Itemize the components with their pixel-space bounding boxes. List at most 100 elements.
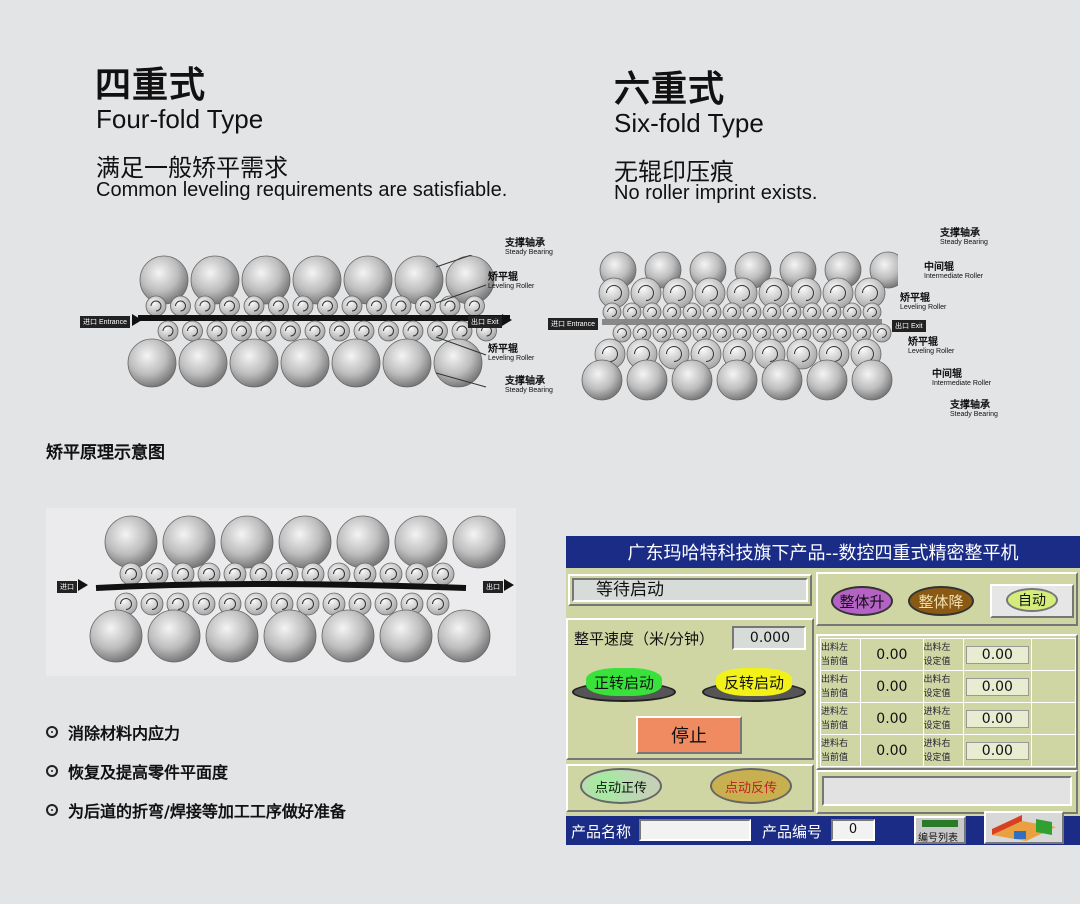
rotation-arrow-icon xyxy=(175,300,186,312)
rotation-arrow-icon xyxy=(707,307,717,317)
setpoint-value[interactable]: 0.00 xyxy=(965,741,1029,760)
hmi-jog-reverse-button[interactable]: 点动反传 xyxy=(710,768,792,804)
rotation-arrow-icon xyxy=(395,300,407,312)
setpoint-value[interactable]: 0.00 xyxy=(965,709,1029,728)
current-value: 0.00 xyxy=(876,742,908,759)
rotation-arrow-icon xyxy=(697,328,707,338)
roller xyxy=(353,320,375,342)
hmi-auto-button[interactable]: 自动 xyxy=(1006,588,1058,612)
four-fold-entrance-label: 进口 Entrance xyxy=(80,316,130,328)
current-label-cell: 出料右当前值 xyxy=(819,670,862,703)
label-en: Steady Bearing xyxy=(940,239,988,246)
bullet-item: 为后道的折弯/焊接等加工工序做好准备 xyxy=(46,798,346,822)
roller xyxy=(336,515,390,569)
cell-label: 设定值 xyxy=(923,688,951,699)
roller xyxy=(426,592,450,616)
button-cap: 正转启动 xyxy=(586,668,662,696)
rotation-arrow-icon xyxy=(677,328,687,338)
roller xyxy=(405,562,429,586)
rotation-arrow-icon xyxy=(657,328,667,338)
roller xyxy=(427,320,448,342)
label-en: Steady Bearing xyxy=(505,249,553,256)
hmi-product-code-input[interactable]: 0 xyxy=(831,819,875,841)
hmi-up-button[interactable]: 整体升 xyxy=(831,586,893,616)
setpoint-value[interactable]: 0.00 xyxy=(965,677,1029,696)
label-zh: 矫平辊 xyxy=(900,293,930,304)
roller xyxy=(431,562,455,586)
roller xyxy=(782,302,802,322)
rotation-arrow-icon xyxy=(198,598,210,610)
cell-label: 当前值 xyxy=(821,656,849,667)
roller xyxy=(304,320,326,342)
hmi-code-list-button[interactable]: 编号列表 xyxy=(914,816,966,844)
rotation-arrow-icon xyxy=(187,325,198,337)
roller xyxy=(263,609,317,663)
roller xyxy=(786,338,818,370)
roller xyxy=(581,359,623,401)
roller xyxy=(394,515,448,569)
rotation-arrow-icon xyxy=(730,346,746,362)
rotation-arrow-icon xyxy=(322,300,333,312)
principle-bullets: 消除材料内应力 恢复及提高零件平面度 为后道的折弯/焊接等加工工序做好准备 xyxy=(46,720,346,822)
roller xyxy=(244,592,268,616)
hmi-product-name-input[interactable] xyxy=(639,819,751,841)
rotation-arrow-icon xyxy=(837,328,847,338)
label-zh: 中间辊 xyxy=(932,369,962,380)
roller xyxy=(145,295,167,317)
hmi-forward-button[interactable]: 正转启动 xyxy=(572,668,676,702)
rotation-arrow-icon xyxy=(328,598,340,610)
rotation-arrow-icon xyxy=(276,598,288,610)
label-en: Intermediate Roller xyxy=(924,273,984,280)
hmi-jog-forward-button[interactable]: 点动正传 xyxy=(580,768,662,804)
hmi-auto-frame: 自动 xyxy=(990,584,1074,618)
setpoint-value-cell: 0.00 xyxy=(962,734,1033,767)
rotation-arrow-icon xyxy=(260,325,272,337)
rotation-arrow-icon xyxy=(146,598,158,610)
hmi-home-button[interactable] xyxy=(984,811,1064,844)
roller xyxy=(162,515,216,569)
roller xyxy=(278,515,332,569)
spare-cell xyxy=(1031,670,1076,703)
rotation-arrow-icon xyxy=(307,568,319,580)
hmi-message-box xyxy=(822,776,1072,806)
four-fold-label-steady-bottom: 支撑轴承 Steady Bearing xyxy=(505,376,553,395)
label-en: Intermediate Roller xyxy=(932,380,992,387)
roller xyxy=(742,302,762,322)
rotation-arrow-icon xyxy=(406,598,418,610)
roller xyxy=(762,302,782,322)
rotation-arrow-icon xyxy=(437,568,449,580)
roller xyxy=(642,302,662,322)
roller xyxy=(280,320,301,342)
label-en: Leveling Roller xyxy=(900,304,947,311)
six-fold-label-leveling-top: 矫平辊 Leveling Roller xyxy=(900,293,946,312)
roller xyxy=(206,320,228,342)
roller xyxy=(658,338,690,370)
cell-label: 进料左 xyxy=(821,706,849,717)
rotation-arrow-icon xyxy=(734,285,750,301)
roller xyxy=(712,323,732,343)
rotation-arrow-icon xyxy=(333,568,345,580)
rotation-arrow-icon xyxy=(727,307,737,317)
rotation-arrow-icon xyxy=(794,346,810,362)
rotation-arrow-icon xyxy=(647,307,657,317)
cell-label: 进料右 xyxy=(821,738,849,749)
roller xyxy=(812,323,832,343)
spare-cell xyxy=(1031,638,1076,671)
roller xyxy=(862,302,882,322)
rotation-arrow-icon xyxy=(385,568,397,580)
roller xyxy=(390,295,412,317)
current-value: 0.00 xyxy=(876,710,908,727)
cell-label: 进料左 xyxy=(923,706,951,717)
six-fold-exit-label: 出口 Exit xyxy=(892,320,926,332)
hmi-status-text: 等待启动 xyxy=(572,578,808,602)
setpoint-label-cell: 进料右设定值 xyxy=(922,734,964,767)
hmi-reverse-button[interactable]: 反转启动 xyxy=(702,668,806,702)
setpoint-value[interactable]: 0.00 xyxy=(965,645,1029,664)
roller xyxy=(452,515,506,569)
roller xyxy=(806,359,848,401)
hmi-stop-button[interactable]: 停止 xyxy=(636,716,742,754)
roller xyxy=(726,277,758,309)
circle-bullet-icon xyxy=(46,726,58,738)
hmi-down-button[interactable]: 整体降 xyxy=(908,586,974,616)
